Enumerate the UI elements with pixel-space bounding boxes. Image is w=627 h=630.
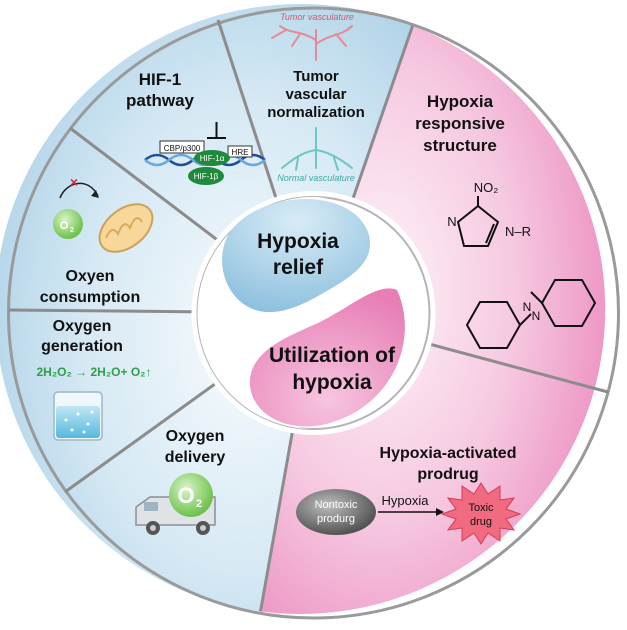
consumption-title-line1: Oxyen <box>66 268 115 285</box>
prodrug-title-line1: Hypoxia-activated <box>380 445 517 462</box>
yin-blue-shape <box>222 198 371 313</box>
mitochondria-icon <box>98 203 154 253</box>
cbp-label: CBP/p300 <box>164 144 201 153</box>
imidazole-n-label: N <box>447 214 456 229</box>
structure-title-line3: structure <box>423 136 497 155</box>
structure-title-line2: responsive <box>415 114 505 133</box>
arrowhead-icon <box>436 508 444 516</box>
block-cross-icon: × <box>70 174 78 190</box>
consumption-title-line2: consumption <box>40 289 140 306</box>
svg-text:drug: drug <box>470 516 492 528</box>
delivery-title-line2: delivery <box>165 449 226 466</box>
hif1a-blob <box>194 150 230 166</box>
svg-text:2: 2 <box>196 498 202 510</box>
svg-text:Nontoxic: Nontoxic <box>315 499 358 511</box>
oxygen-ball-icon: O 2 <box>169 473 213 517</box>
delivery-title-line1: Oxygen <box>166 428 225 445</box>
normal-vasculature-label: Normal vasculature <box>277 173 355 183</box>
cbp-box <box>159 140 205 154</box>
arrowhead-icon <box>91 190 99 198</box>
outer-ring <box>7 6 620 620</box>
inhibit-icon <box>207 122 226 139</box>
azobenzene-structure <box>465 279 597 349</box>
hypoxia-arrow-label: Hypoxia <box>382 493 430 508</box>
vascular-title-line2: vascular <box>286 86 347 103</box>
center-top-line1: Hypoxia <box>257 230 339 253</box>
normal-vessel-icon <box>281 127 353 171</box>
hre-label: HRE <box>232 148 249 157</box>
center-bottom-line1: Utilization of <box>269 344 396 367</box>
hif1a-label: HIF-1α <box>200 154 225 163</box>
azo-n1-label: N <box>523 300 532 314</box>
vascular-title-line3: normalization <box>267 104 365 121</box>
n-r-label: N–R <box>505 224 531 239</box>
reaction-equation: 2H₂O₂ → 2H₂O+ O₂↑ <box>36 365 151 379</box>
vascular-title-line1: Tumor <box>293 68 339 85</box>
yang-pink-shape <box>249 288 405 427</box>
hre-box <box>227 145 253 158</box>
hif1b-label: HIF-1β <box>194 172 219 181</box>
center-bottom-line2: hypoxia <box>292 371 372 394</box>
svg-text:2: 2 <box>70 227 74 234</box>
center-top-line2: relief <box>273 256 324 279</box>
generation-title-line1: Oxygen <box>53 318 112 335</box>
svg-text:Toxic: Toxic <box>468 502 494 514</box>
hif1b-blob <box>188 167 224 185</box>
nitroimidazole-structure <box>456 196 500 247</box>
no2-label: NO₂ <box>474 180 499 195</box>
hif1-title-line2: pathway <box>126 91 195 110</box>
toxic-drug-node: Toxic drug <box>440 482 522 545</box>
svg-text:produrg: produrg <box>317 513 355 525</box>
generation-title-line2: generation <box>41 338 123 355</box>
oxygen-molecule-icon: O 2 <box>53 209 83 239</box>
structure-title-line1: Hypoxia <box>427 92 494 111</box>
tumor-vessel-icon <box>271 25 353 61</box>
hif1-title-line1: HIF-1 <box>139 70 182 89</box>
tumor-vasculature-label: Tumor vasculature <box>280 12 354 22</box>
svg-text:O: O <box>60 220 69 232</box>
beaker-icon <box>53 391 103 441</box>
svg-text:O: O <box>177 483 194 508</box>
prodrug-title-line2: prodrug <box>417 466 478 483</box>
nontoxic-prodrug-node: Nontoxic produrg <box>296 489 376 535</box>
azo-n2-label: N <box>532 309 541 323</box>
